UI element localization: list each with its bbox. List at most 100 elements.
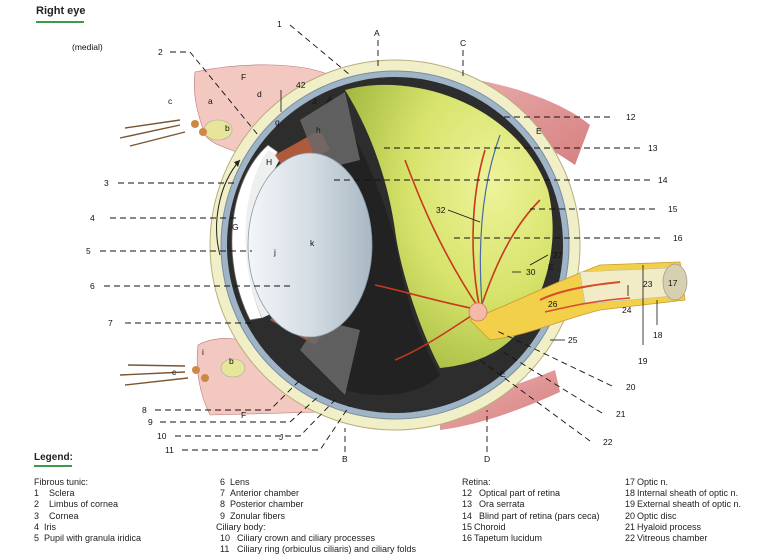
label-17: 17 (668, 278, 678, 288)
legend-underline (34, 465, 72, 467)
lower-gland (220, 358, 246, 378)
label-k: k (310, 238, 315, 248)
label-23: 23 (643, 279, 653, 289)
ciliary-lower (300, 320, 360, 395)
optic-disc (468, 302, 488, 322)
label-42: 42 (296, 80, 306, 90)
label-2: 2 (158, 47, 163, 57)
legend-heading-fibrous: Fibrous tunic: (34, 477, 89, 487)
label-H: H (266, 157, 272, 167)
label-4: 4 (90, 213, 95, 223)
label-13: 13 (648, 143, 658, 153)
label-E2: E (548, 262, 554, 272)
label-J1: J (312, 96, 316, 106)
legend-title: Legend: (34, 452, 73, 463)
label-i: i (202, 347, 204, 357)
label-1: 1 (277, 19, 282, 29)
legend-heading-ciliary: Ciliary body: (216, 521, 266, 532)
label-b1: b (225, 123, 230, 133)
label-30: 30 (526, 267, 536, 277)
label-c2: c (172, 367, 177, 377)
lens (247, 152, 373, 338)
label-26: 26 (548, 299, 558, 309)
label-B: B (342, 454, 348, 464)
label-F2: F (241, 410, 246, 420)
label-E1: E (536, 126, 542, 136)
label-12: 12 (626, 112, 636, 122)
retinal-vessels (374, 149, 541, 361)
lower-muscle (440, 370, 560, 430)
label-15: 15 (668, 204, 678, 214)
label-F1: F (241, 72, 246, 82)
upper-lashes (119, 119, 186, 147)
label-25: 25 (568, 335, 578, 345)
lower-lashes (119, 364, 189, 386)
label-16: 16 (673, 233, 683, 243)
legend-heading-retina: Retina: (462, 477, 491, 487)
label-d: d (257, 89, 262, 99)
label-7: 7 (108, 318, 113, 328)
diagram-title: Right eye (36, 5, 86, 17)
label-J2: J (279, 432, 283, 442)
label-24: 24 (622, 305, 632, 315)
label-10: 10 (157, 431, 167, 441)
label-11: 11 (165, 445, 174, 455)
ciliary-upper (300, 92, 360, 170)
label-A: A (374, 28, 380, 38)
label-g: g (275, 117, 280, 127)
label-D: D (484, 454, 490, 464)
label-22: 22 (603, 437, 613, 447)
label-j: j (273, 247, 276, 257)
vitreous-body (345, 84, 553, 368)
label-20: 20 (626, 382, 636, 392)
label-32: 32 (436, 205, 446, 215)
label-21: 21 (616, 409, 626, 419)
medial-note: (medial) (72, 42, 103, 52)
label-E3: E (500, 369, 506, 379)
label-8: 8 (142, 405, 147, 415)
label-a: a (208, 96, 213, 106)
label-h: h (316, 125, 321, 135)
label-6: 6 (90, 281, 95, 291)
label-C: C (460, 38, 466, 48)
optic-nerve-end (662, 263, 688, 301)
label-14: 14 (658, 175, 668, 185)
label-18: 18 (653, 330, 663, 340)
title-underline (36, 21, 84, 23)
label-c1: c (168, 96, 173, 106)
label-19: 19 (638, 356, 648, 366)
label-b2: b (229, 356, 234, 366)
label-5: 5 (86, 246, 91, 256)
label-G: G (232, 222, 239, 232)
label-27: 27 (553, 250, 563, 260)
label-3: 3 (104, 178, 109, 188)
label-9: 9 (148, 417, 153, 427)
